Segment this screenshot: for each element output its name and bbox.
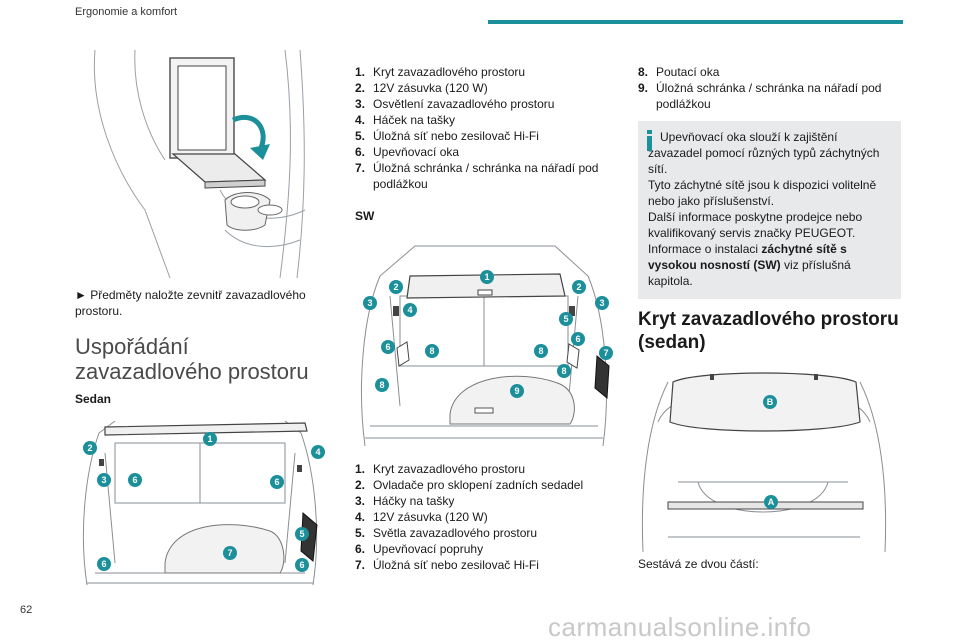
info-box: Upevňovací oka slouží k zajištění zavaza… xyxy=(638,121,901,299)
callout-marker: 4 xyxy=(403,303,417,317)
callout-marker: 7 xyxy=(223,546,237,560)
sedan-cover-illustration: B A xyxy=(638,362,890,552)
section-title: Uspořádání zavazadlového prostoru xyxy=(75,334,309,384)
callout-marker: 6 xyxy=(97,557,111,571)
callout-marker: 6 xyxy=(571,332,585,346)
page-number: 62 xyxy=(20,604,33,616)
legend-item: 3.Osvětlení zavazadlového prostoru xyxy=(355,97,555,111)
legend-item: 1.Kryt zavazadlového prostoru xyxy=(355,65,526,79)
info-text-2: Tyto záchytné sítě jsou k dispozici voli… xyxy=(648,178,877,208)
legend-item: 4.Háček na tašky xyxy=(355,113,456,127)
legend-item: 7.Úložná síť nebo zesilovač Hi-Fi xyxy=(355,558,539,572)
callout-marker: 3 xyxy=(595,296,609,310)
callout-marker: 7 xyxy=(599,346,613,360)
legend-item: 2.Ovladače pro sklopení zadních sedadel xyxy=(355,478,584,492)
sw-trunk-illustration: 1 2 2 3 3 4 5 6 6 7 8 8 8 8 9 xyxy=(355,236,613,446)
callout-marker: 6 xyxy=(295,558,309,572)
legend-item: 9.Úložná schránka / schránka na nářadí p… xyxy=(638,81,882,111)
info-text-1: Upevňovací oka slouží k zajištění zavaza… xyxy=(648,130,880,176)
callout-marker: 9 xyxy=(510,384,524,398)
legend-item: 4.12V zásuvka (120 W) xyxy=(355,510,488,524)
legend-item: 1.Kryt zavazadlového prostoru xyxy=(355,462,526,476)
callout-marker: A xyxy=(764,495,778,509)
section-heading: Kryt zavazadlového prostoru (sedan) xyxy=(638,309,899,353)
callout-marker: 6 xyxy=(381,340,395,354)
subheading-sedan: Sedan xyxy=(75,392,112,406)
callout-marker: 2 xyxy=(389,280,403,294)
body-text: Sestává ze dvou částí: xyxy=(638,557,759,571)
armrest-illustration xyxy=(75,50,319,278)
callout-marker: 8 xyxy=(534,344,548,358)
legend-item: 5.Úložná síť nebo zesilovač Hi-Fi xyxy=(355,129,539,143)
info-text-4: Informace o instalaci záchytné sítě s vy… xyxy=(648,242,851,288)
callout-marker: 6 xyxy=(128,473,142,487)
watermark: carmanualsonline.info xyxy=(548,612,812,642)
callout-marker: B xyxy=(763,395,777,409)
callout-marker: 8 xyxy=(375,378,389,392)
callout-marker: 5 xyxy=(559,312,573,326)
callout-marker: 1 xyxy=(203,432,217,446)
legend-item: 6.Upevňovací popruhy xyxy=(355,542,484,556)
legend-item: 5.Světla zavazadlového prostoru xyxy=(355,526,538,540)
legend-item: 2.12V zásuvka (120 W) xyxy=(355,81,488,95)
legend-item: 6.Upevňovací oka xyxy=(355,145,460,159)
sedan-legend-list: 1.Kryt zavazadlového prostoru 2.12V zásu… xyxy=(355,64,605,192)
legend-continued-list: 8.Poutací oka 9.Úložná schránka / schrán… xyxy=(638,64,900,112)
callout-marker: 2 xyxy=(83,441,97,455)
callout-marker: 6 xyxy=(270,475,284,489)
legend-item: 8.Poutací oka xyxy=(638,65,720,79)
callout-marker: 1 xyxy=(480,270,494,284)
callout-marker: 3 xyxy=(97,473,111,487)
sedan-trunk-illustration: 1 2 3 4 5 6 6 6 6 7 xyxy=(75,413,325,585)
legend-item: 3.Háčky na tašky xyxy=(355,494,455,508)
sw-legend-list: 1.Kryt zavazadlového prostoru 2.Ovladače… xyxy=(355,461,605,573)
callout-marker: 8 xyxy=(425,344,439,358)
legend-item: 7.Úložná schránka / schránka na nářadí p… xyxy=(355,161,599,191)
callout-marker: 2 xyxy=(572,280,586,294)
bullet-instruction: ► Předměty naložte zevnitř zavazadlového… xyxy=(75,288,306,318)
callout-marker: 8 xyxy=(557,364,571,378)
running-header: Ergonomie a komfort xyxy=(75,6,178,18)
callout-marker: 4 xyxy=(311,445,325,459)
info-text-3: Další informace poskytne prodejce nebo k… xyxy=(648,210,863,240)
header-accent-bar xyxy=(488,20,903,24)
callout-marker: 3 xyxy=(363,296,377,310)
subheading-sw: SW xyxy=(355,209,375,223)
callout-marker: 5 xyxy=(295,527,309,541)
info-icon xyxy=(647,130,652,151)
